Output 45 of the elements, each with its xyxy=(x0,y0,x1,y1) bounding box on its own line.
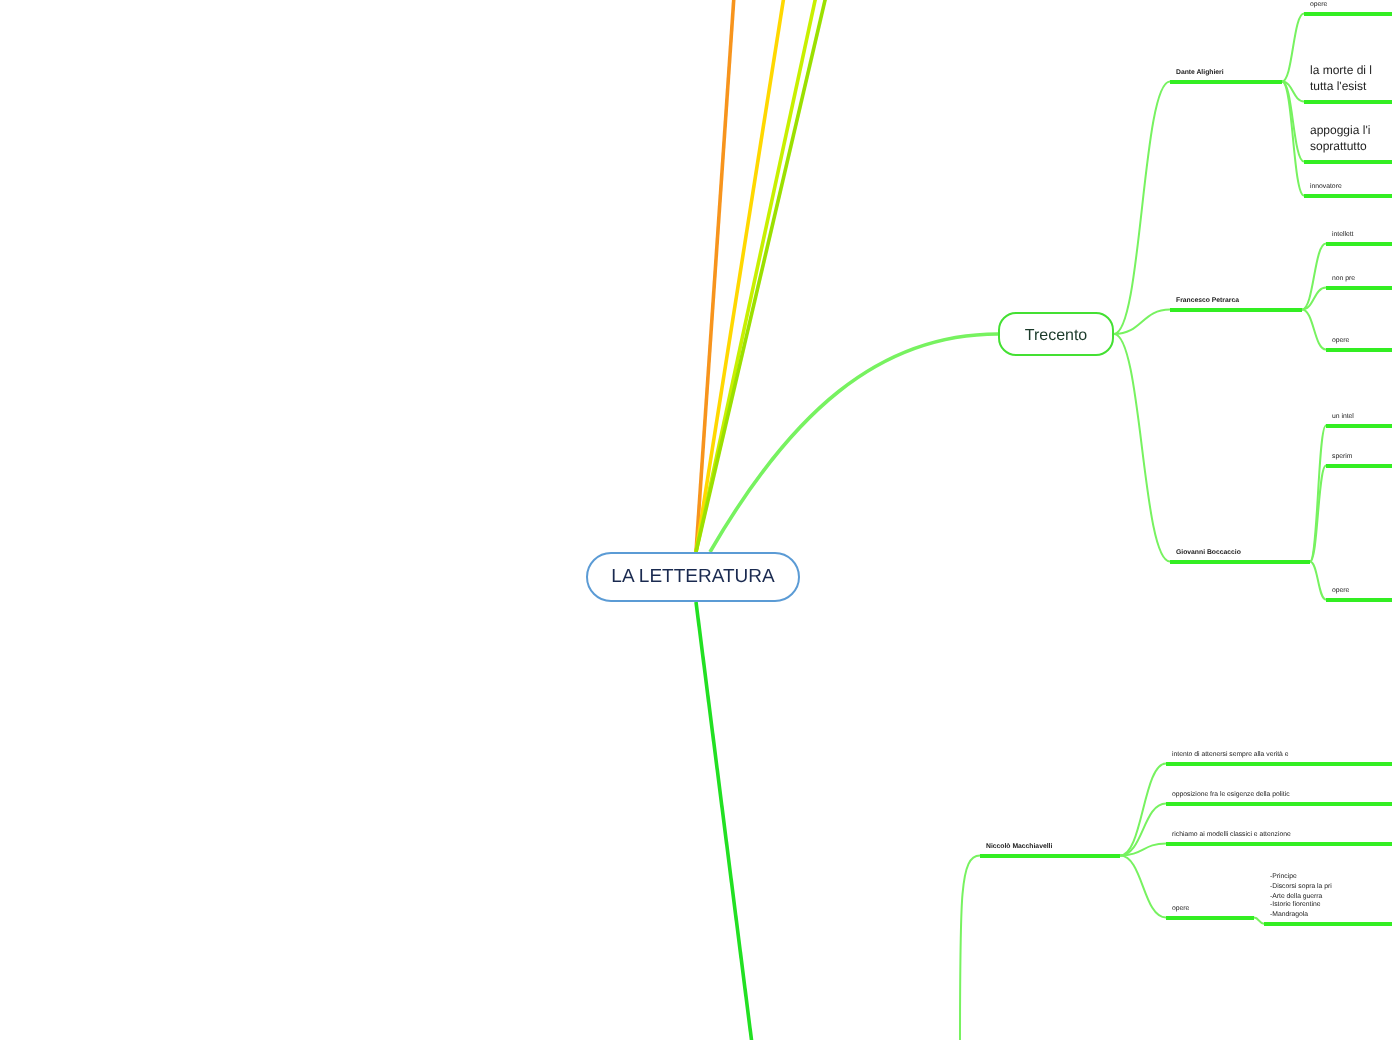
branch-line xyxy=(1113,308,1171,335)
branch-line xyxy=(1119,762,1167,857)
branch-line xyxy=(1113,80,1171,335)
branch-line xyxy=(694,0,736,553)
branch-topic xyxy=(1326,452,1392,468)
branch-topic xyxy=(1326,412,1392,428)
branch-line xyxy=(1119,842,1167,857)
branch-topic xyxy=(1304,182,1392,198)
branch-line xyxy=(694,601,754,1040)
branch-line xyxy=(1119,802,1167,857)
branch-line xyxy=(959,854,981,1040)
branch-line xyxy=(1309,560,1327,601)
branch-line xyxy=(1281,80,1305,197)
topic-text: LA LETTERATURA xyxy=(611,566,775,588)
branch-topic xyxy=(1166,790,1392,806)
branch-topic xyxy=(1326,230,1392,246)
topic-text: Trecento xyxy=(1024,325,1088,343)
topic-box xyxy=(998,312,1114,356)
branch-line xyxy=(1119,854,1167,919)
branch-topic xyxy=(1304,0,1392,16)
branch-topic xyxy=(1170,296,1302,312)
branch-topic xyxy=(1264,872,1392,926)
branch-topic xyxy=(1166,830,1392,846)
branch-line xyxy=(1253,916,1265,925)
branch-line xyxy=(1301,308,1327,351)
branch-topic xyxy=(1166,750,1392,766)
branch-topic xyxy=(1326,336,1392,352)
branch-line xyxy=(1309,424,1327,563)
branch-topic xyxy=(1166,904,1254,920)
branch-topic xyxy=(1170,548,1310,564)
branch-topic xyxy=(1304,64,1392,104)
branch-line xyxy=(1301,286,1327,311)
branch-line xyxy=(1281,80,1305,103)
branch-line xyxy=(1301,242,1327,311)
central-topic-box xyxy=(586,552,800,602)
branch-topic xyxy=(1326,274,1392,290)
branch-line xyxy=(1309,464,1327,563)
branch-line xyxy=(1281,12,1305,83)
branch-line xyxy=(708,332,999,553)
branch-topic xyxy=(1326,586,1392,602)
branch-line xyxy=(1281,80,1305,163)
branch-topic xyxy=(1304,124,1392,164)
branch-line xyxy=(1113,333,1171,563)
branch-topic xyxy=(980,842,1120,858)
branch-topic xyxy=(1170,68,1282,84)
